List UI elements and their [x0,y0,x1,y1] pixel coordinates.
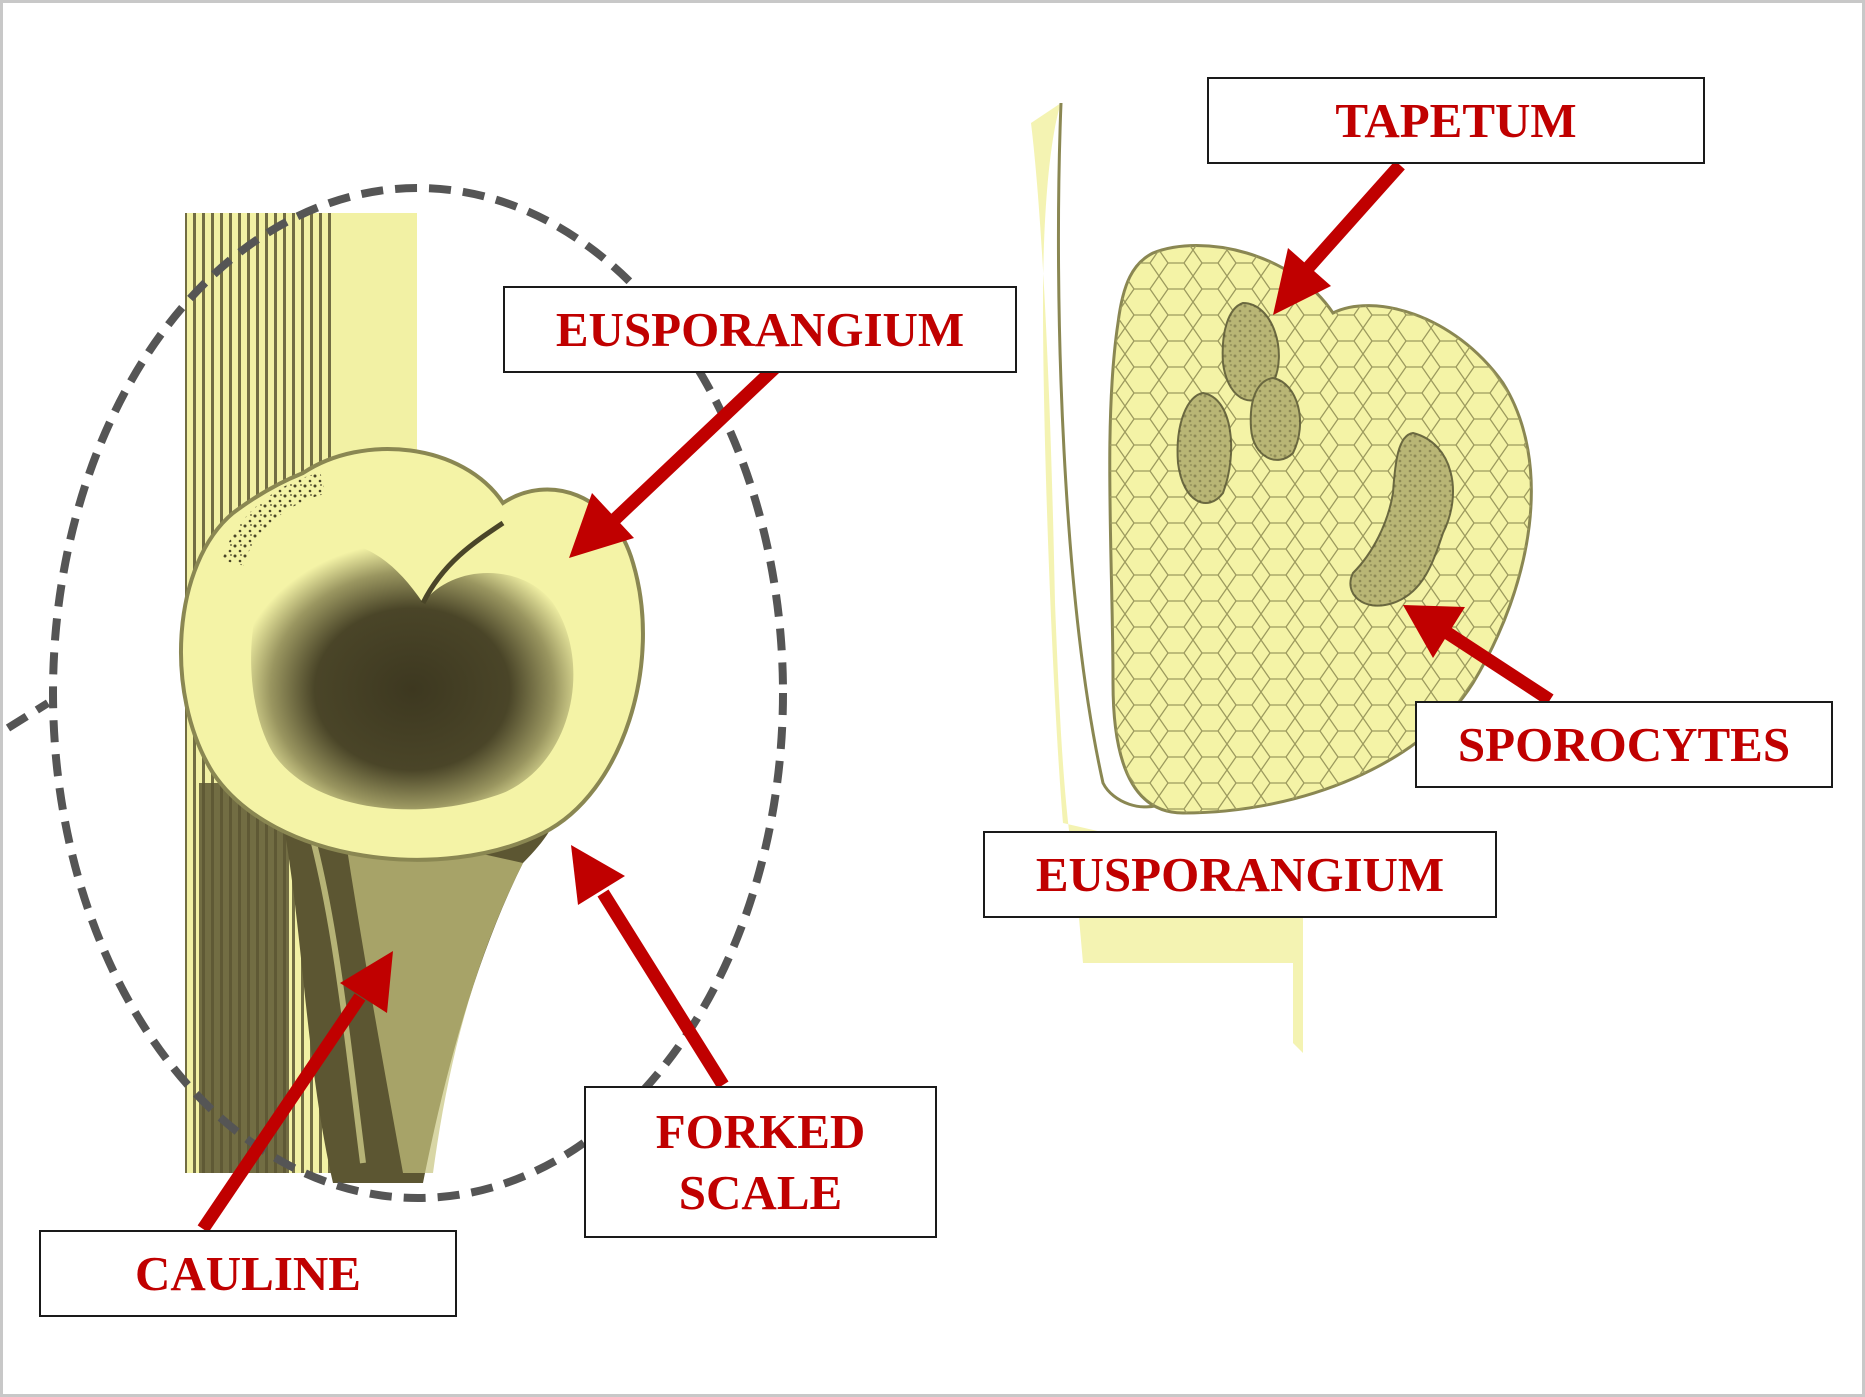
label-text: EUSPORANGIUM [1036,844,1444,905]
arrow-eusporangium-left [569,365,778,558]
label-text: TAPETUM [1335,90,1576,151]
arrow-tapetum [1273,165,1400,315]
label-forked-scale: FORKED SCALE [584,1086,937,1238]
label-cauline: CAULINE [39,1230,457,1317]
label-eusporangium-right: EUSPORANGIUM [983,831,1497,918]
label-eusporangium-left: EUSPORANGIUM [503,286,1017,373]
label-text-line1: FORKED [656,1101,866,1162]
label-sporocytes: SPOROCYTES [1415,701,1833,788]
arrow-forked-scale [571,845,723,1085]
label-text-line2: SCALE [656,1162,866,1223]
sporangium-head [181,449,643,860]
label-text: SPOROCYTES [1458,714,1790,775]
label-text: CAULINE [135,1243,361,1304]
label-text: EUSPORANGIUM [556,299,964,360]
label-tapetum: TAPETUM [1207,77,1705,164]
